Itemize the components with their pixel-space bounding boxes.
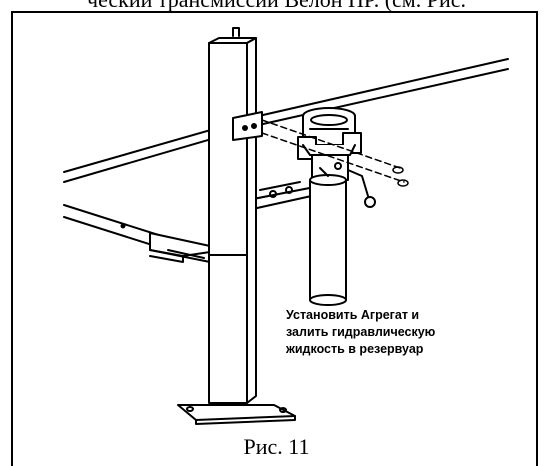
figure-caption: Рис. 11 — [243, 434, 310, 459]
hydraulic-unit — [297, 107, 376, 306]
note-line-3: жидкость в резервуар — [286, 342, 424, 356]
mounting-guides — [261, 119, 409, 187]
installation-note: Установить Агрегат и залить гидравлическ… — [286, 307, 526, 358]
cross-member — [149, 232, 211, 263]
cropped-heading-text: ческий трансмиссии Beлoн HP. (см. Рис. — [0, 0, 553, 13]
note-line-1: Установить Агрегат и — [286, 308, 420, 322]
note-line-2: залить гидравлическую — [286, 325, 436, 339]
lower-runway — [63, 181, 326, 251]
figure-frame — [11, 11, 538, 466]
upper-beam — [63, 58, 509, 183]
lift-post — [177, 27, 296, 425]
